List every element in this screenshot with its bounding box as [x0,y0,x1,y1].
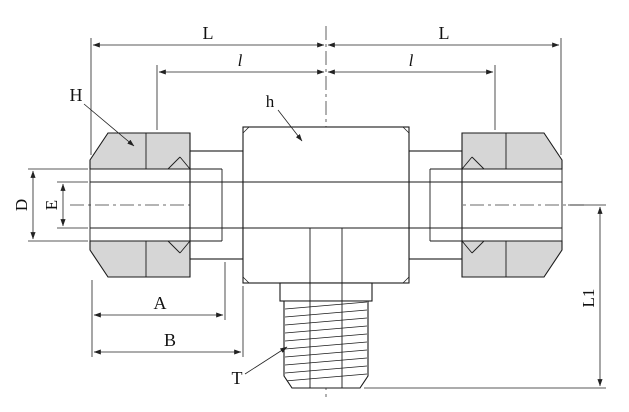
leader-line [277,109,303,142]
dimension-l-right: l [327,51,496,130]
dimension-A: A [91,262,226,357]
label-l-right: l [409,51,414,70]
bore-lines [90,168,562,242]
hex-corner-chamfers [242,126,410,284]
hex-chamfer-line [402,126,410,134]
ferrule-line [167,156,181,170]
center-hex-body [242,126,410,284]
dimensions: L L l l H h [12,23,606,389]
right-nut-lower [461,240,563,278]
callout-H: H [70,85,135,147]
left-ferrule [167,156,191,254]
left-body-neck [189,150,244,260]
label-l-left: l [238,51,243,70]
leader-line [244,346,288,375]
branch-thread-body [283,300,369,389]
dimension-D: D [12,168,88,242]
ferrule-line [471,156,485,170]
label-L-right: L [439,23,450,43]
label-h: h [266,92,275,111]
label-A: A [154,293,167,313]
right-body-neck [408,150,463,260]
hex-chamfer-line [242,126,250,134]
label-L1: L1 [579,289,598,308]
dimension-L-left: L [90,23,325,155]
label-B: B [164,330,176,350]
dimension-L-right: L [327,23,562,155]
hex-chamfer-line [242,276,250,284]
right-ferrule [461,156,485,254]
dimension-E: E [42,181,88,229]
thread-hatch [284,301,368,382]
branch-shoulder [279,282,373,302]
ferrule-line [179,240,191,254]
fitting-body [89,126,563,389]
ferrule-line [167,240,181,254]
ferrule-line [461,240,473,254]
left-nut-upper [89,132,191,170]
label-T: T [232,368,243,388]
left-nut-lower [89,240,191,278]
dimension-L1: L1 [364,204,606,389]
ferrule-line [179,156,191,170]
label-L-left: L [203,23,214,43]
label-H: H [70,85,83,105]
hex-chamfer-line [402,276,410,284]
ferrule-line [461,156,473,170]
callout-T: T [232,346,288,388]
dimension-l-left: l [156,51,325,130]
dimension-B: B [93,286,244,357]
right-nut-upper [461,132,563,170]
label-D: D [12,199,31,211]
leader-line [83,103,135,147]
branch-bore-lines [309,228,343,388]
callout-h: h [266,92,303,142]
ferrule-line [471,240,485,254]
label-E: E [42,200,61,210]
